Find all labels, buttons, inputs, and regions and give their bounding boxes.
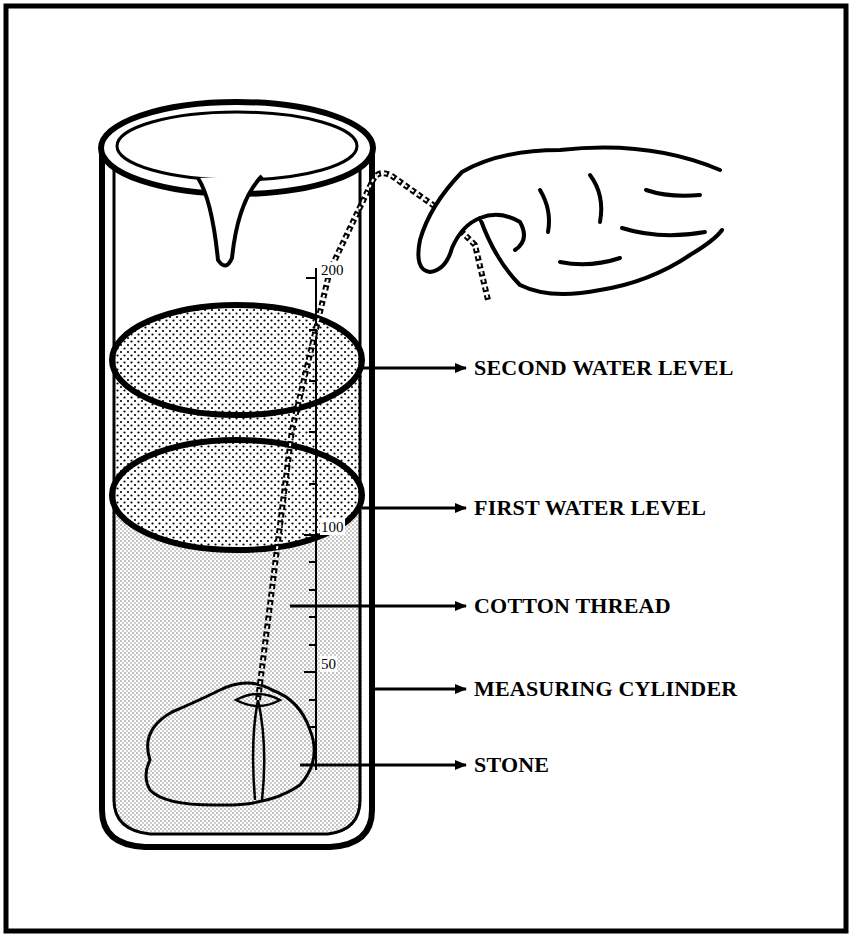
scale-number: 200 [320, 262, 345, 278]
callout-label: SECOND WATER LEVEL [474, 355, 734, 381]
callout-label: FIRST WATER LEVEL [474, 495, 706, 521]
callout-label: STONE [474, 752, 549, 778]
scale-number: 50 [320, 656, 337, 672]
callout-label: MEASURING CYLINDER [474, 676, 737, 702]
scale-number: 100 [320, 519, 345, 535]
callout-label: COTTON THREAD [474, 593, 671, 619]
